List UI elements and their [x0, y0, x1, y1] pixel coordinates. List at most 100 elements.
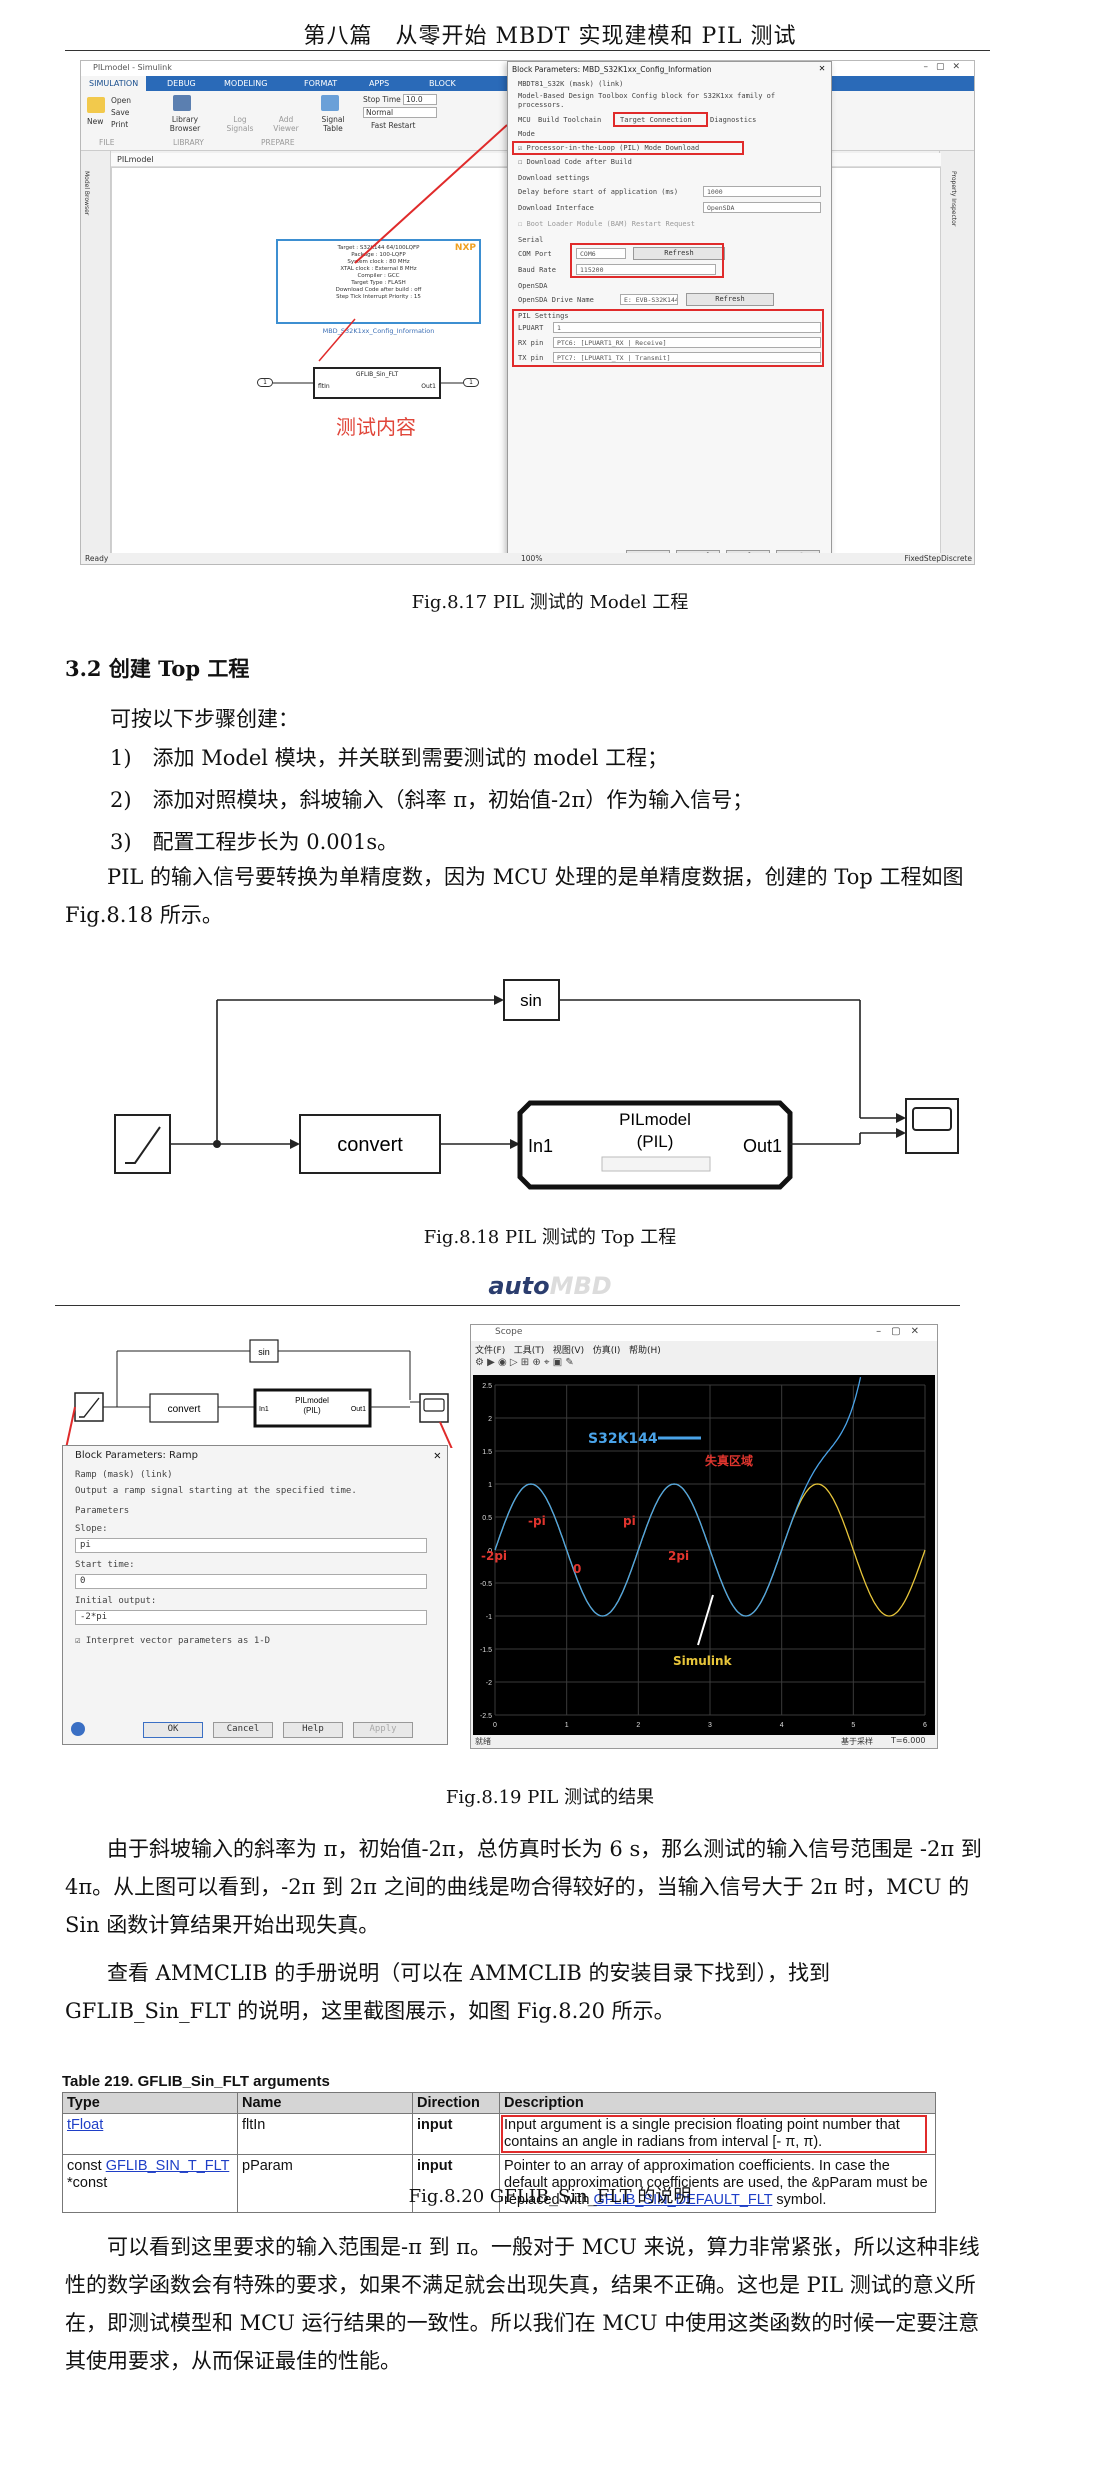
ramp-apply-button[interactable]: Apply: [353, 1722, 413, 1738]
com-port-label: COM Port: [518, 250, 552, 258]
interpret-vector-checkbox[interactable]: ☑ Interpret vector parameters as 1-D: [75, 1636, 271, 1646]
print-button[interactable]: Print: [111, 120, 129, 129]
ramp-block[interactable]: [114, 1114, 171, 1174]
address-text[interactable]: PILmodel: [117, 155, 154, 164]
scope-y-tick: -0.5: [480, 1581, 492, 1588]
window-controls: –▢✕: [923, 62, 968, 72]
rx-pin-select[interactable]: PTC6: [LPUART1_RX | Receive]: [553, 337, 821, 348]
scope-menu-help[interactable]: 帮助(H): [628, 1346, 661, 1356]
tab-debug[interactable]: DEBUG: [167, 79, 196, 88]
interpret-vector-label: Interpret vector parameters as 1-D: [85, 1636, 271, 1646]
convert-block[interactable]: [299, 1114, 441, 1174]
stop-time-input[interactable]: 10.0: [403, 94, 437, 105]
highlight-target-connection: [613, 112, 708, 127]
stop-time-label: Stop Time: [363, 95, 401, 104]
add-viewer-button[interactable]: Add Viewer: [273, 115, 299, 133]
scope-menu-tools[interactable]: 工具(T): [513, 1346, 545, 1356]
library-browser-icon[interactable]: [173, 95, 191, 111]
type-link-tfloat[interactable]: tFloat: [67, 2117, 104, 2133]
table-row: tFloat fltIn input Input argument is a s…: [62, 2113, 936, 2155]
outport-block[interactable]: 1: [463, 378, 479, 387]
gflib-sin-subsystem-block[interactable]: GFLIB_Sin_FLT fltIn Out1: [313, 367, 441, 399]
tab-format[interactable]: FORMAT: [304, 79, 338, 88]
row-description: Pointer to an array of approximation coe…: [504, 2158, 928, 2208]
log-signals-button[interactable]: Log Signals: [226, 115, 254, 133]
label-2pi: 2pi: [668, 1549, 689, 1563]
ramp-ok-button[interactable]: OK: [143, 1722, 203, 1738]
baud-rate-select[interactable]: 115200: [576, 264, 716, 275]
lpuart-select[interactable]: 1: [553, 322, 821, 333]
inport-block[interactable]: 1: [257, 378, 273, 387]
ramp-dialog-close-icon[interactable]: ✕: [433, 1448, 441, 1462]
open-button[interactable]: Open: [111, 96, 132, 105]
dialog-close-icon[interactable]: ✕: [818, 63, 825, 74]
dialog-tab-target-connection[interactable]: Target Connection: [620, 116, 692, 124]
scope-menu-sim[interactable]: 仿真(I): [592, 1346, 621, 1356]
row-name: pParam: [237, 2154, 413, 2213]
scope-window: Scope –▢✕ 文件(F) 工具(T) 视图(V) 仿真(I) 帮助(H) …: [470, 1324, 938, 1749]
dialog-description: Model-Based Design Toolbox Config block …: [518, 92, 776, 109]
start-time-input[interactable]: 0: [75, 1574, 427, 1589]
desc-link-default-flt[interactable]: GFLIB_SIN_DEFAULT_FLT: [593, 2192, 773, 2208]
opensda-refresh-button[interactable]: Refresh: [686, 293, 774, 306]
pil-model-block-small[interactable]: [253, 1388, 372, 1428]
scope-window-controls[interactable]: –▢✕: [876, 1326, 929, 1337]
pil-model-out1-small: Out1: [351, 1406, 366, 1413]
new-icon[interactable]: [87, 97, 105, 113]
fig19-model-diagram: sin convert PILmodel (PIL) In1 Out1: [65, 1339, 453, 1448]
highlight-pil-settings: [512, 309, 824, 367]
scope-block[interactable]: [905, 1098, 959, 1154]
pil-model-title-small: PILmodel: [295, 1396, 329, 1405]
simulation-mode-select[interactable]: Normal: [363, 107, 437, 118]
pil-mode-checkbox[interactable]: ☑ Processor-in-the-Loop (PIL) Mode Downl…: [518, 144, 700, 152]
sin-block[interactable]: [503, 979, 560, 1021]
ramp-cancel-button[interactable]: Cancel: [213, 1722, 273, 1738]
dialog-tab-diagnostics[interactable]: Diagnostics: [710, 116, 757, 124]
type-link-gflib-sin-t-flt[interactable]: GFLIB_SIN_T_FLT: [105, 2158, 230, 2174]
opensda-drive-select[interactable]: E: EVB-S32K144: [620, 294, 678, 305]
bam-restart-checkbox[interactable]: ☐ Boot Loader Module (BAM) Restart Reque…: [518, 220, 696, 228]
scope-toolbar[interactable]: ⚙ ▶ ◉ ▷ ⊞ ⊕ ⌖ ▣ ✎: [475, 1357, 574, 1368]
com-port-select[interactable]: COM6: [576, 248, 626, 259]
signal-table-icon[interactable]: [321, 95, 339, 111]
dialog-tab-mcu[interactable]: MCU: [518, 116, 531, 124]
tab-modeling[interactable]: MODELING: [224, 79, 268, 88]
highlight-serial: [570, 243, 724, 278]
config-information-block[interactable]: Target : S32K144 64/100LQFP Package : 10…: [276, 239, 481, 324]
dialog-tab-build-toolchain[interactable]: Build Toolchain: [538, 116, 602, 124]
rx-pin-label: RX pin: [518, 339, 544, 347]
download-after-build-checkbox[interactable]: ☐ Download Code after Build: [518, 158, 632, 166]
scope-menu-file[interactable]: 文件(F): [475, 1346, 506, 1356]
library-browser-button[interactable]: Library Browser: [169, 115, 201, 133]
tx-pin-select[interactable]: PTC7: [LPUART1_TX | Transmit]: [553, 352, 821, 363]
slope-input[interactable]: pi: [75, 1538, 427, 1553]
tab-apps[interactable]: APPS: [369, 79, 390, 88]
property-inspector-label[interactable]: Property Inspector: [950, 171, 957, 227]
pil-model-block[interactable]: PILmodel (PIL) In1 Out1: [517, 1100, 793, 1190]
subsystem-input-port: fltIn: [318, 383, 330, 390]
save-button[interactable]: Save: [111, 108, 130, 117]
caption-fig-8-17: Fig.8.17 PIL 测试的 Model 工程: [411, 592, 689, 613]
tab-simulation[interactable]: SIMULATION: [81, 76, 147, 91]
ramp-help-button[interactable]: Help: [283, 1722, 343, 1738]
dialog-title: Block Parameters: MBD_S32K1xx_Config_Inf…: [512, 65, 712, 74]
row-direction: input: [412, 2154, 500, 2213]
fast-restart-toggle[interactable]: Fast Restart: [371, 121, 416, 130]
download-interface-select[interactable]: OpenSDA: [703, 202, 821, 213]
help-info-icon[interactable]: [71, 1722, 85, 1736]
tab-block[interactable]: BLOCK: [429, 79, 456, 88]
new-button[interactable]: New: [87, 117, 104, 126]
scope-menu-view[interactable]: 视图(V): [552, 1346, 585, 1356]
com-refresh-button[interactable]: Refresh: [633, 247, 725, 260]
type-suffix: *const: [67, 2175, 108, 2191]
caption-fig-8-19: Fig.8.19 PIL 测试的结果: [445, 1787, 655, 1808]
model-browser-label[interactable]: Model Browser: [83, 171, 90, 216]
signal-table-button[interactable]: Signal Table: [321, 115, 345, 133]
subsystem-output-port: Out1: [421, 383, 436, 390]
initial-output-input[interactable]: -2*pi: [75, 1610, 427, 1625]
row-direction: input: [412, 2113, 500, 2155]
convert-block-small[interactable]: [149, 1393, 219, 1423]
step-1: 1) 添加 Model 模块，并关联到需要测试的 model 工程；: [110, 746, 669, 770]
delay-input[interactable]: 1000: [703, 186, 821, 197]
